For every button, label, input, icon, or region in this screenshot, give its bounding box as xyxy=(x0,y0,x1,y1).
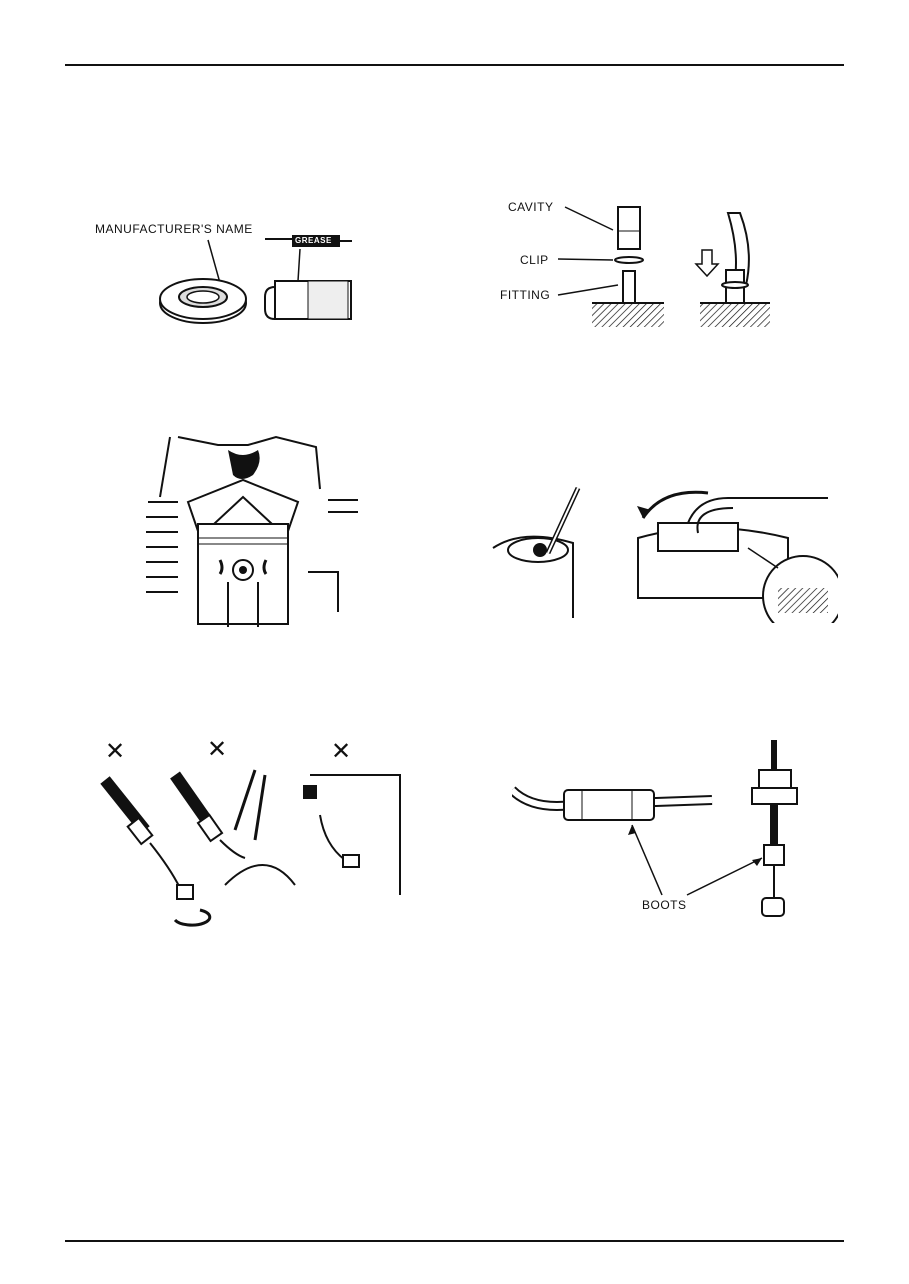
clip-label: CLIP xyxy=(520,253,549,267)
fitting-label: FITTING xyxy=(500,288,551,302)
footer-rule xyxy=(65,1240,844,1242)
grease-label: GREASE xyxy=(295,236,332,245)
incorrect-mark-1: ✕ xyxy=(105,737,126,765)
cable-boots-drawing xyxy=(512,740,798,917)
cable-incorrect-drawing xyxy=(100,769,401,927)
manufacturer-name-label: MANUFACTURER'S NAME xyxy=(95,222,253,236)
cable-incorrect-figure: ✕ ✕ ✕ xyxy=(95,735,410,935)
piston-cylinder-figure xyxy=(128,432,378,632)
cable-boots-figure: BOOTS xyxy=(512,740,832,925)
oil-seal-drawing xyxy=(159,235,352,324)
oil-seal-figure: MANUFACTURER'S NAME GREASE xyxy=(90,215,370,335)
cavity-label: CAVITY xyxy=(508,200,554,214)
piston-cylinder-drawing xyxy=(146,435,358,627)
cover-removal-drawing xyxy=(488,478,838,623)
hose-clip-figure: CAVITY CLIP FITTING xyxy=(500,195,780,335)
cover-removal-figure xyxy=(488,478,838,623)
incorrect-mark-2: ✕ xyxy=(207,735,228,763)
incorrect-mark-3: ✕ xyxy=(331,737,352,765)
header-rule xyxy=(65,64,844,66)
boots-label: BOOTS xyxy=(642,898,687,912)
hose-clip-drawing xyxy=(557,206,770,327)
